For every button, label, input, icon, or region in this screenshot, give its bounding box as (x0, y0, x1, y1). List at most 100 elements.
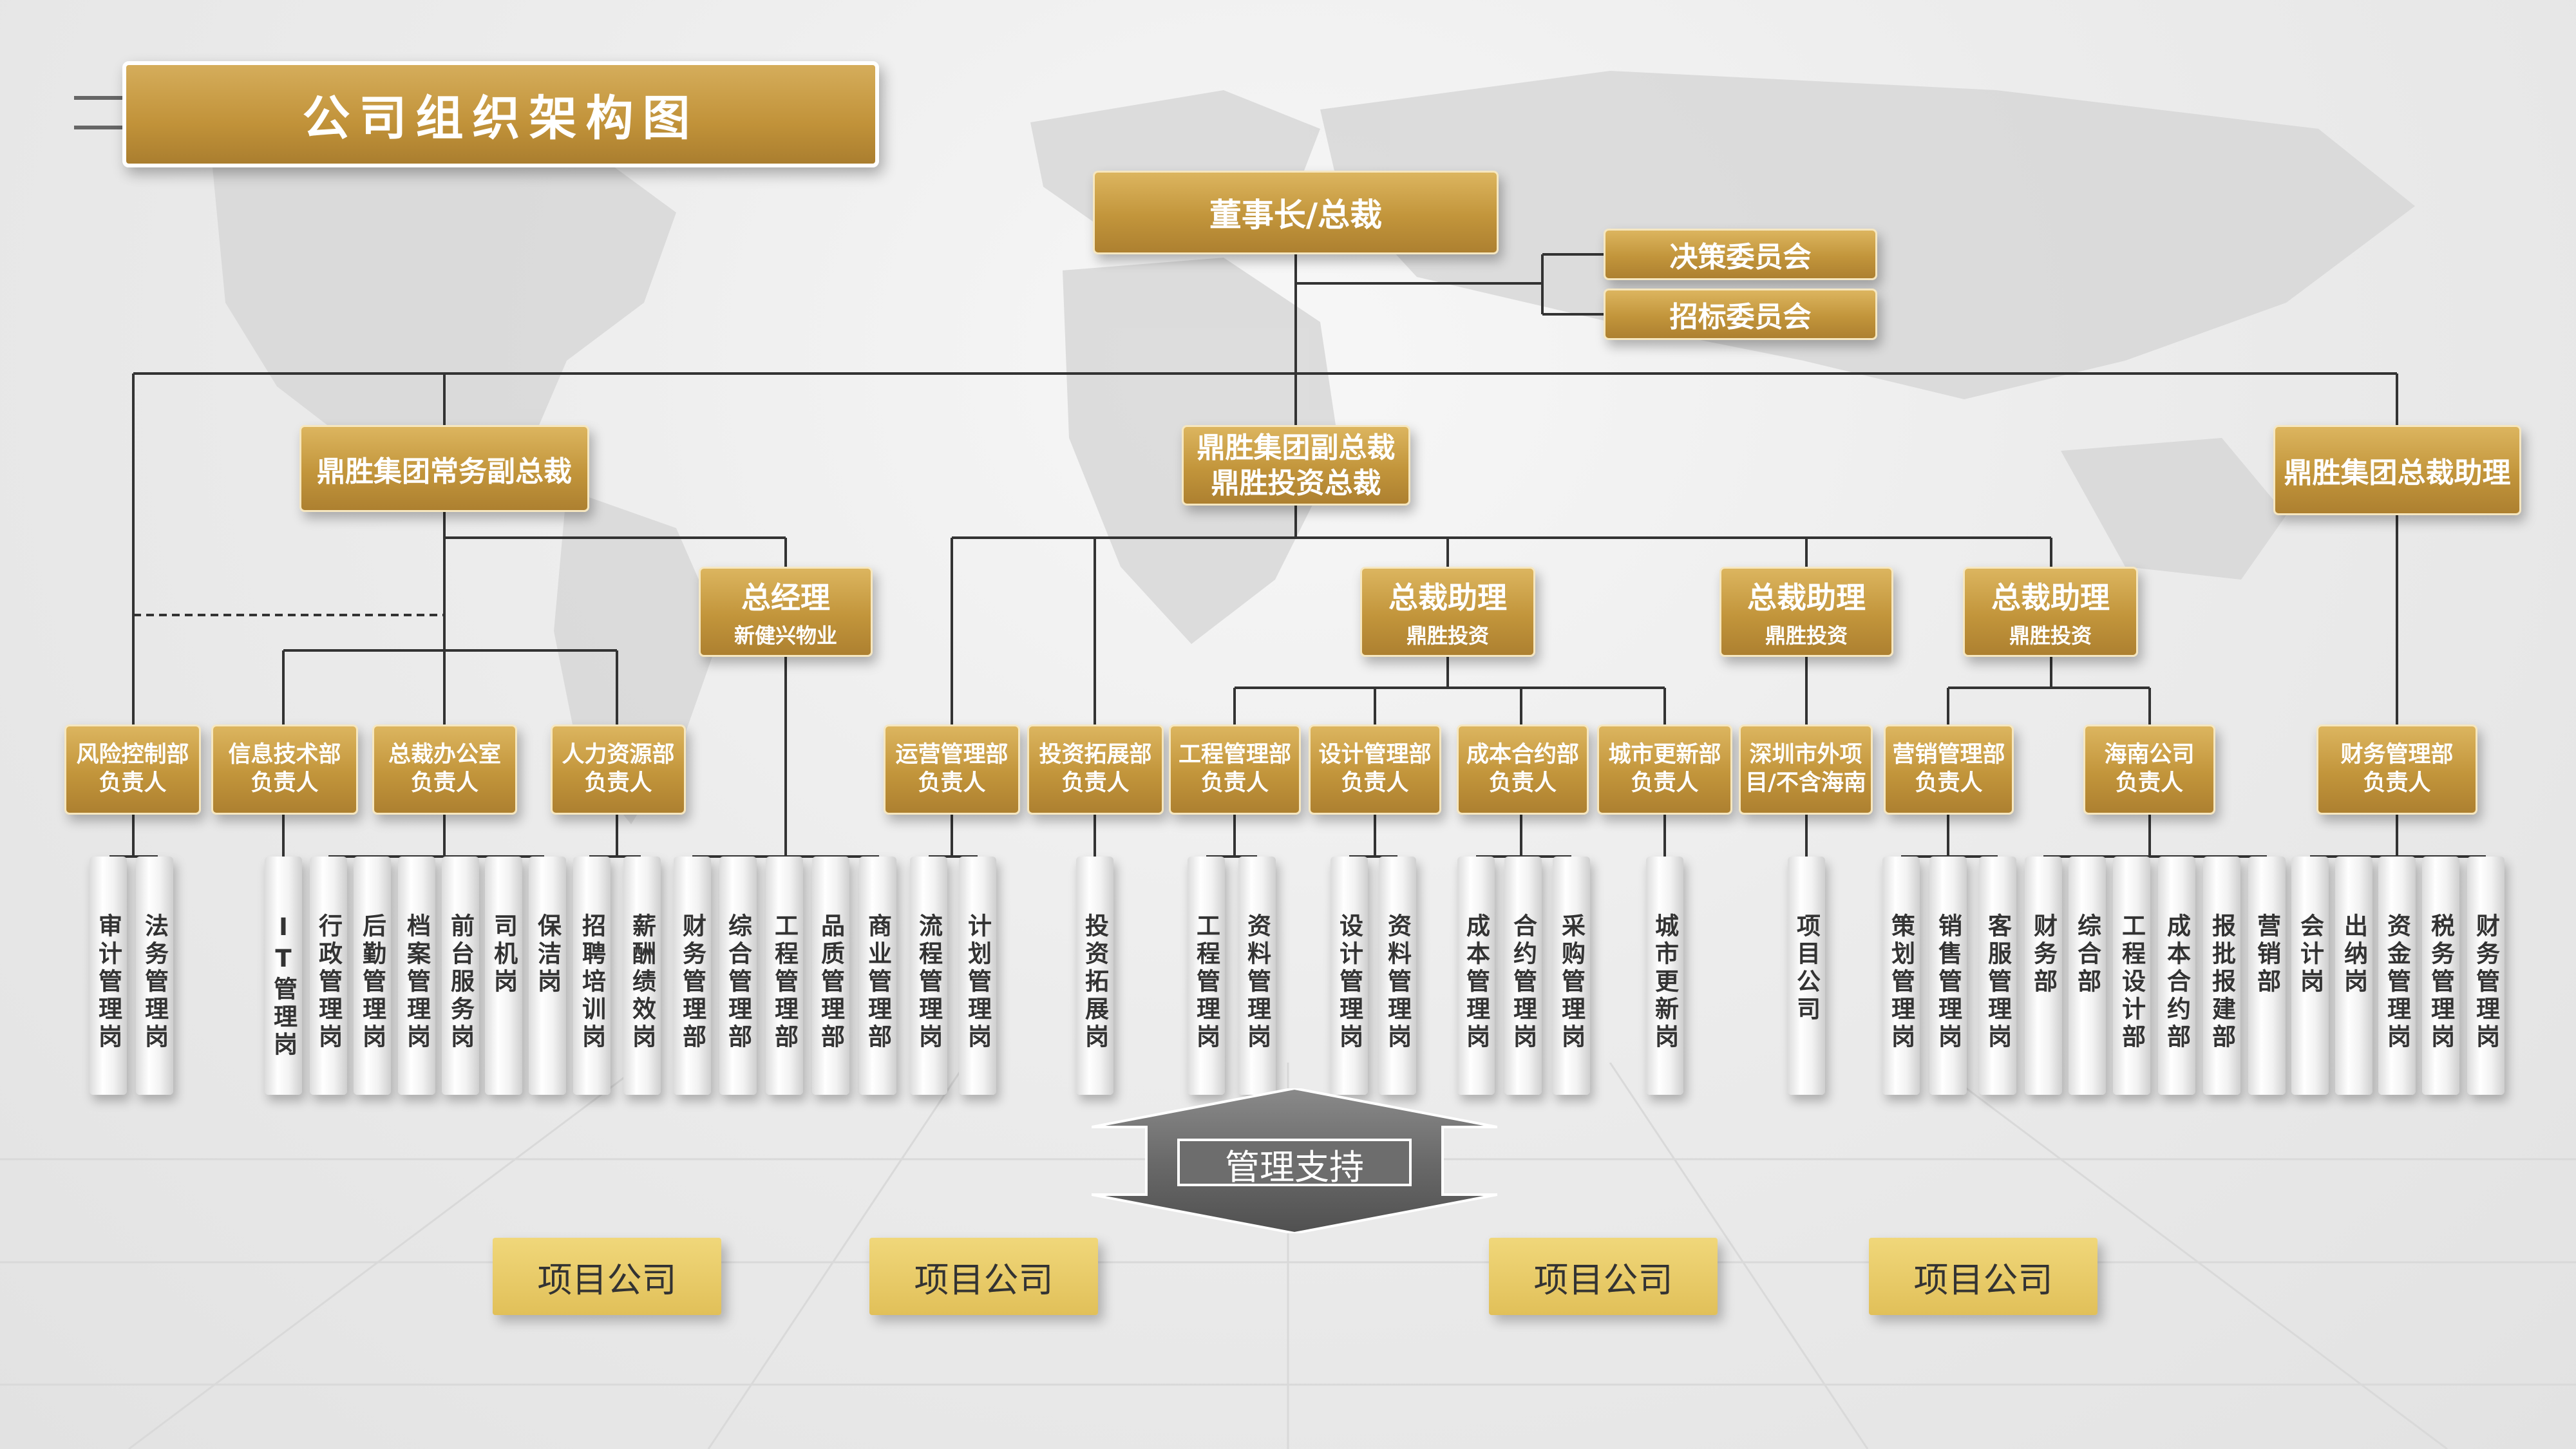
position-box: 资金管理岗 (2378, 857, 2416, 1095)
project-company-label: 项目公司 (914, 1259, 1054, 1300)
department-box-d14: 财务管理部负责人 (2316, 724, 2477, 815)
department-box-d11: 深圳市外项目/不含海南 (1739, 724, 1873, 815)
position-box: 行政管理岗 (310, 857, 347, 1095)
position-label: 资金管理岗 (2383, 913, 2411, 1052)
position-label: 财务管理部 (678, 913, 706, 1052)
position-label: 策划管理岗 (1887, 913, 1915, 1052)
position-box: 税务管理岗 (2422, 857, 2459, 1095)
vp-line-1: 鼎胜集团副总裁 (1197, 431, 1396, 464)
executive-vp-label: 鼎胜集团常务副总裁 (317, 455, 572, 488)
position-label: 营销部 (2253, 913, 2281, 996)
position-label: 合约管理岗 (1509, 913, 1537, 1052)
department-line: 负责人 (1061, 770, 1130, 796)
position-box: 流程管理岗 (910, 857, 947, 1095)
position-label: 项目公司 (1792, 913, 1821, 1024)
double-arrow-icon (1092, 1088, 1497, 1233)
position-label: 审计管理岗 (94, 913, 122, 1052)
position-box: 会计岗 (2291, 857, 2329, 1095)
department-line: 负责人 (1341, 770, 1409, 796)
position-box: 城市更新岗 (1646, 857, 1683, 1095)
position-label: 会计岗 (2296, 913, 2324, 996)
position-box: 计划管理岗 (959, 857, 996, 1095)
page-title-banner: 公司组织架构图 (122, 61, 879, 167)
position-label: 成本合约部 (2163, 913, 2191, 1052)
position-box: 合约管理岗 (1504, 857, 1542, 1095)
position-box: 工程设计部 (2113, 857, 2150, 1095)
position-label: 综合部 (2073, 913, 2101, 996)
pa-subtitle: 鼎胜投资 (2009, 623, 2092, 648)
department-line: 负责人 (584, 770, 652, 796)
gm-title: 总经理 (741, 580, 830, 615)
department-box-d1: 风险控制部负责人 (64, 724, 201, 815)
position-label: 投资拓展岗 (1081, 913, 1109, 1052)
position-box: 资料管理岗 (1379, 857, 1416, 1095)
project-company-box: 项目公司 (1869, 1238, 2098, 1315)
position-box: 客服管理岗 (1979, 857, 2016, 1095)
position-label: 销售管理岗 (1934, 913, 1962, 1052)
president-assistant-label: 鼎胜集团总裁助理 (2284, 457, 2511, 489)
position-label: 保洁岗 (533, 913, 562, 996)
position-box: 出纳岗 (2335, 857, 2372, 1095)
management-support-label: 管理支持 (1225, 1146, 1364, 1188)
position-box: 司机岗 (485, 857, 522, 1095)
department-line: 财务管理部 (2340, 742, 2454, 768)
position-label: 财务部 (2029, 913, 2058, 996)
position-box: 财务管理岗 (2467, 857, 2505, 1095)
department-box-d3: 总裁办公室负责人 (372, 724, 517, 815)
general-manager-box: 总经理 新健兴物业 (699, 567, 873, 657)
president-assistant-2-box: 总裁助理 鼎胜投资 (1719, 567, 1893, 657)
position-label: 资料管理岗 (1243, 913, 1271, 1052)
department-line: 营销管理部 (1892, 742, 2005, 768)
department-line: 负责人 (1488, 770, 1557, 796)
position-box: 保洁岗 (529, 857, 566, 1095)
pa-subtitle: 鼎胜投资 (1765, 623, 1848, 648)
president-assistant-box: 鼎胜集团总裁助理 (2273, 425, 2521, 515)
position-box: 投资拓展岗 (1076, 857, 1113, 1095)
position-box: 招聘培训岗 (573, 857, 611, 1095)
committee-label: 招标委员会 (1669, 301, 1812, 334)
department-line: 负责人 (2363, 770, 2431, 796)
position-label: 工程管理部 (770, 913, 799, 1052)
position-label: IT管理岗 (269, 913, 298, 1059)
department-line: 城市更新部 (1608, 742, 1721, 768)
project-company-box: 项目公司 (869, 1238, 1098, 1315)
position-label: 城市更新岗 (1651, 913, 1679, 1052)
department-line: 工程管理部 (1178, 742, 1291, 768)
position-box: 法务管理岗 (136, 857, 173, 1095)
position-box: 项目公司 (1788, 857, 1825, 1095)
committee-label: 决策委员会 (1669, 241, 1812, 274)
project-company-label: 项目公司 (1913, 1259, 2053, 1300)
position-box: 成本合约部 (2158, 857, 2195, 1095)
project-company-box: 项目公司 (1489, 1238, 1718, 1315)
position-box: 报批报建部 (2203, 857, 2240, 1095)
position-label: 资料管理岗 (1383, 913, 1412, 1052)
department-line: 成本合约部 (1466, 742, 1579, 768)
pa-title: 总裁助理 (1991, 580, 2110, 615)
president-assistant-3-box: 总裁助理 鼎胜投资 (1963, 567, 2138, 657)
position-label: 薪酬绩效岗 (628, 913, 656, 1052)
department-box-d7: 工程管理部负责人 (1169, 724, 1301, 815)
position-box: 品质管理部 (812, 857, 849, 1095)
department-line: 目/不含海南 (1745, 770, 1866, 796)
project-company-label: 项目公司 (537, 1259, 677, 1300)
position-label: 客服管理岗 (1984, 913, 2012, 1052)
chairman-ceo-box: 董事长/总裁 (1093, 171, 1499, 254)
position-box: 商业管理部 (859, 857, 896, 1095)
position-label: 品质管理部 (817, 913, 845, 1052)
position-box: 销售管理岗 (1929, 857, 1967, 1095)
position-box: 财务部 (2025, 857, 2062, 1095)
department-line: 总裁办公室 (388, 742, 501, 768)
chairman-ceo-label: 董事长/总裁 (1209, 196, 1383, 234)
department-line: 人力资源部 (562, 742, 675, 768)
pa-title: 总裁助理 (1388, 580, 1507, 615)
position-box: 成本管理岗 (1457, 857, 1495, 1095)
position-box: 工程管理部 (766, 857, 803, 1095)
decision-committee-box: 决策委员会 (1604, 229, 1877, 280)
position-label: 后勤管理岗 (358, 913, 386, 1052)
gm-subtitle: 新健兴物业 (734, 623, 837, 648)
position-box: 策划管理岗 (1882, 857, 1920, 1095)
position-box: 资料管理岗 (1238, 857, 1276, 1095)
position-label: 设计管理岗 (1335, 913, 1363, 1052)
position-label: 计划管理岗 (963, 913, 992, 1052)
position-label: 财务管理岗 (2472, 913, 2500, 1052)
